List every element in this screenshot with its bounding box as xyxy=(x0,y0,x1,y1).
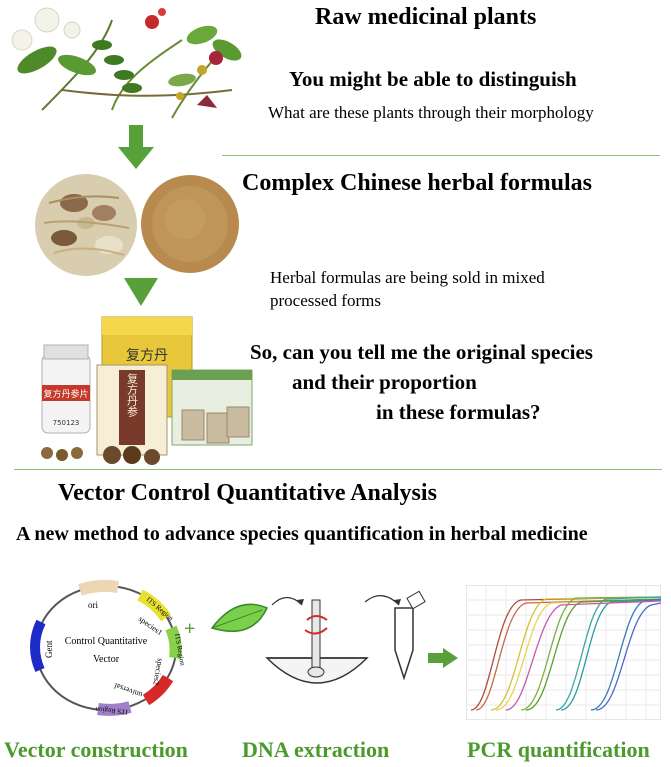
its-region-3-label: ITS Region xyxy=(95,705,129,716)
herbal-products-image: 复方丹 复方丹参片 750123 复方丹参 xyxy=(22,315,257,465)
section2-title: Complex Chinese herbal formulas xyxy=(242,170,592,196)
plant-illustration xyxy=(2,0,267,120)
section2-question-line2: and their proportion xyxy=(292,370,477,394)
section1-subtitle: You might be able to distinguish xyxy=(289,67,577,91)
herb-powder-image xyxy=(140,174,240,274)
universal-label: universal xyxy=(112,681,143,700)
section2-body-line1: Herbal formulas are being sold in mixed xyxy=(270,268,545,287)
section3-title: Vector Control Quantitative Analysis xyxy=(58,480,437,506)
box-main-label: 复方丹参 xyxy=(126,372,139,418)
section3-subtitle: A new method to advance species quantifi… xyxy=(16,523,588,545)
vector-center-line1: Control Quantitative xyxy=(65,636,148,647)
vector-construction-label: Vector construction xyxy=(4,737,188,762)
down-arrow-icon xyxy=(118,125,154,169)
vector-center-line2: Vector xyxy=(93,654,120,665)
section2-body-line2: processed forms xyxy=(270,291,381,310)
gent-label: Gent xyxy=(44,640,54,658)
bottle-label: 复方丹参片 xyxy=(43,388,88,400)
right-arrow-icon xyxy=(428,648,458,668)
ori-label: ori xyxy=(88,600,98,610)
box-top-label: 复方丹 xyxy=(126,347,168,364)
section1-body: What are these plants through their morp… xyxy=(268,103,594,122)
divider xyxy=(14,469,662,470)
plasmid-vector-diagram: Control Quantitative Vector ori species1… xyxy=(18,578,193,718)
bottle-code: 750123 xyxy=(53,419,80,427)
plus-icon: + xyxy=(184,618,196,640)
dna-extraction-label: DNA extraction xyxy=(242,737,390,762)
dna-extraction-illustration xyxy=(207,590,447,710)
section2-question-line1: So, can you tell me the original species xyxy=(250,340,593,364)
pcr-amplification-plot xyxy=(466,585,661,720)
pcr-quantification-label: PCR quantification xyxy=(467,737,650,762)
section2-question-line3: in these formulas? xyxy=(376,400,541,424)
divider xyxy=(222,155,660,156)
herb-pile-image xyxy=(34,173,139,278)
section1-title: Raw medicinal plants xyxy=(315,4,537,30)
down-arrow-icon xyxy=(124,278,158,306)
